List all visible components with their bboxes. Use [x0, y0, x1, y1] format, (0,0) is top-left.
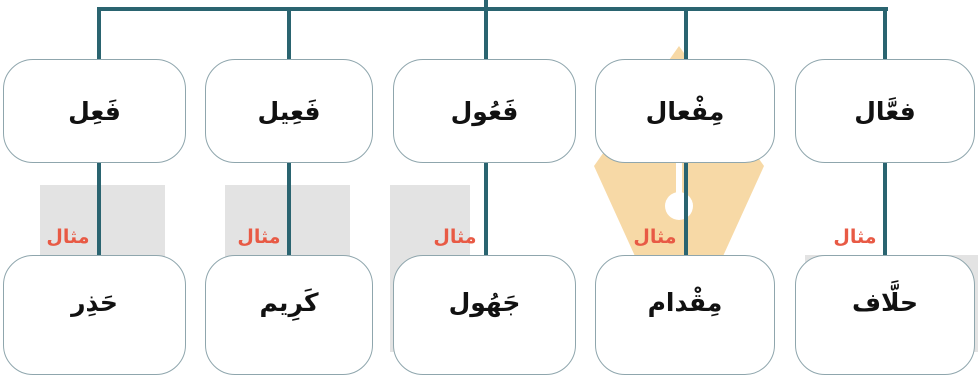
example-box-5: حَذِر	[3, 255, 186, 375]
pattern-box-5: فَعِل	[3, 59, 186, 163]
example-connector-3	[484, 162, 488, 256]
example-text: حلَّاف	[851, 288, 919, 317]
branch-connector-5	[97, 7, 101, 60]
top-connector-bar	[97, 7, 888, 11]
trunk-connector	[484, 0, 488, 11]
example-text: مِقْدام	[647, 288, 723, 317]
example-box-1: حلَّاف	[795, 255, 975, 375]
pattern-text: فَعُول	[450, 96, 519, 126]
pattern-text: فَعِيل	[257, 96, 321, 126]
example-connector-1	[883, 162, 887, 256]
example-text: كَرِيم	[259, 288, 319, 317]
example-text: جَهُول	[448, 288, 521, 317]
branch-connector-2	[684, 7, 688, 60]
branch-connector-3	[484, 7, 488, 60]
example-label-1: مثال	[833, 226, 877, 248]
example-connector-4	[287, 162, 291, 256]
pattern-box-1: فعَّال	[795, 59, 975, 163]
pattern-box-4: فَعِيل	[205, 59, 373, 163]
pattern-text: فعَّال	[854, 96, 916, 126]
pattern-text: فَعِل	[68, 96, 121, 126]
branch-connector-1	[883, 7, 887, 60]
pattern-box-3: فَعُول	[393, 59, 576, 163]
example-box-4: كَرِيم	[205, 255, 373, 375]
example-label-3: مثال	[433, 226, 477, 248]
example-box-2: مِقْدام	[595, 255, 775, 375]
example-connector-2	[684, 162, 688, 256]
branch-connector-4	[287, 7, 291, 60]
example-label-2: مثال	[633, 226, 677, 248]
example-label-5: مثال	[46, 226, 90, 248]
pattern-box-2: مِفْعال	[595, 59, 775, 163]
example-label-4: مثال	[237, 226, 281, 248]
pattern-text: مِفْعال	[645, 96, 725, 126]
example-connector-5	[97, 162, 101, 256]
example-box-3: جَهُول	[393, 255, 576, 375]
example-text: حَذِر	[71, 288, 118, 317]
